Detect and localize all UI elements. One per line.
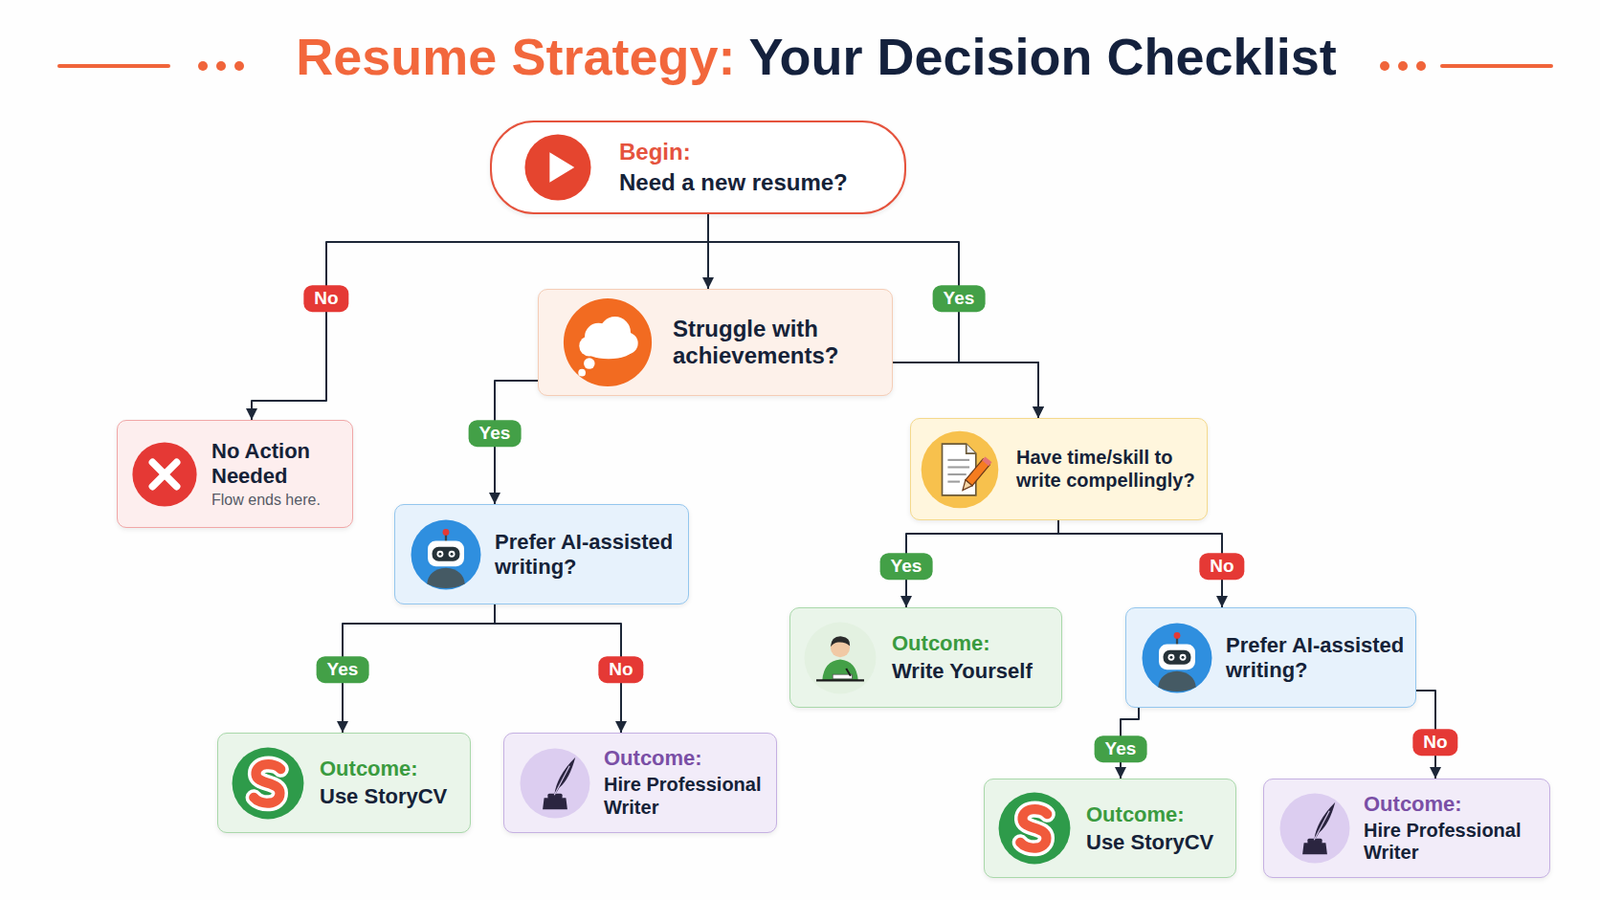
node-text-group: Outcome:Write Yourself [891, 631, 1054, 685]
title: Resume Strategy: Your Decision Checklist [95, 25, 1537, 88]
node-icon [1278, 792, 1352, 866]
outcome-box: Outcome:Use StoryCV [217, 733, 471, 834]
node-icon [1140, 622, 1214, 695]
node-body: Hire Professional Writer [1363, 820, 1542, 866]
node-heading: No Action Needed [211, 439, 345, 489]
node-body: Need a new resume? [619, 169, 897, 197]
outcome-box: Outcome:Hire Professional Writer [1263, 778, 1551, 879]
decision-box: Have time/skill to write compellingly? [910, 418, 1208, 521]
node-heading: Outcome: [891, 631, 1054, 657]
node-body: Use StoryCV [319, 784, 463, 810]
node-icon [561, 296, 654, 389]
node-icon-art [524, 133, 591, 200]
node-icon-art [999, 793, 1071, 866]
edge-label: No [598, 656, 644, 684]
node-icon-art [132, 442, 197, 507]
node-text-group: Outcome:Hire Professional Writer [603, 746, 769, 820]
node-body: Flow ends here. [211, 491, 345, 511]
node-text-group: Prefer AI-assisted writing? [494, 530, 681, 580]
node-icon [997, 791, 1072, 867]
connectors [251, 214, 1436, 779]
start-box: Begin: Need a new resume? [489, 120, 907, 215]
node-text-group: Outcome:Use StoryCV [319, 756, 463, 810]
edge-label: Yes [880, 553, 934, 580]
decision-box: Prefer AI-assisted writing? [1125, 607, 1417, 709]
node-heading: Struggle with achievements? [672, 315, 885, 371]
edge-label: Yes [468, 420, 522, 447]
decision-box: Prefer AI-assisted writing? [394, 504, 689, 605]
node-heading: Have time/skill to write compellingly? [1016, 446, 1200, 492]
node-icon-art [232, 747, 305, 820]
edge-label: Yes [1094, 735, 1148, 763]
edge-label: No [1412, 729, 1458, 756]
node-heading: Prefer AI-assisted writing? [1225, 633, 1408, 684]
node-body: Use StoryCV [1086, 830, 1228, 856]
node-icon [802, 621, 878, 696]
node-text-group: Prefer AI-assisted writing? [1225, 633, 1408, 684]
node-heading: Outcome: [1086, 802, 1228, 828]
node-body: Hire Professional Writer [603, 774, 769, 820]
node-text-group: Begin: Need a new resume? [619, 138, 897, 197]
flow-connector [892, 362, 1039, 419]
outcome-box: Outcome:Write Yourself [789, 607, 1063, 709]
node-text-group: No Action NeededFlow ends here. [211, 439, 345, 511]
node-text-group: Have time/skill to write compellingly? [1016, 446, 1200, 492]
node-text-group: Outcome:Hire Professional Writer [1363, 792, 1542, 866]
end-box: No Action NeededFlow ends here. [116, 420, 354, 529]
outcome-box: Outcome:Use StoryCV [983, 778, 1237, 879]
edge-label: Yes [316, 656, 370, 684]
node-icon-art [563, 298, 652, 387]
node-text-group: Struggle with achievements? [672, 315, 885, 371]
edge-label: Yes [933, 285, 986, 312]
node-icon [518, 747, 592, 821]
node-body: Write Yourself [891, 659, 1054, 685]
node-icon [230, 746, 306, 822]
node-heading: Outcome: [603, 746, 769, 772]
node-text-group: Outcome:Use StoryCV [1086, 802, 1228, 856]
node-heading: Begin: [619, 138, 897, 166]
decision-box: Struggle with achievements? [537, 288, 893, 397]
edge-label: No [1199, 553, 1245, 580]
node-icon-art [804, 622, 877, 694]
node-heading: Outcome: [1363, 792, 1542, 818]
node-icon [523, 133, 593, 202]
node-icon [131, 441, 199, 509]
node-heading: Prefer AI-assisted writing? [494, 530, 681, 580]
node-icon-art [921, 430, 1000, 509]
node-icon [919, 429, 1000, 511]
node-icon-art [411, 519, 482, 590]
node-icon-art [1280, 794, 1351, 865]
node-icon [409, 518, 483, 592]
outcome-box: Outcome:Hire Professional Writer [503, 733, 778, 834]
node-icon-art [520, 748, 591, 819]
flow-connector [1058, 520, 1223, 608]
edge-label: No [303, 285, 349, 312]
node-icon-art [1142, 622, 1213, 693]
node-heading: Outcome: [319, 756, 463, 782]
